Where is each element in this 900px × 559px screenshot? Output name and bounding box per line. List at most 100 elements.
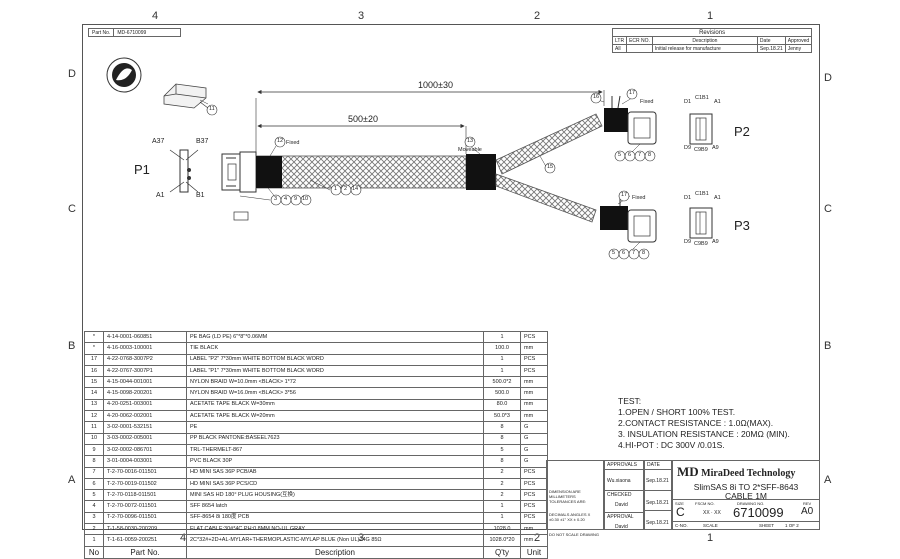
checked-label: CHECKED [607, 492, 632, 498]
bom-qty: 8 [483, 455, 521, 468]
bom-unit: PCS [520, 364, 548, 378]
test-line-3: 3. INSULATION RESISTANCE : 20MΩ (MIN). [618, 429, 790, 439]
bom-unit: mm [520, 534, 548, 547]
tape-fixed-p1 [256, 156, 282, 188]
bom-partno: 4-20-0251-003001 [103, 398, 187, 412]
p2-pin-d9: D9 [684, 145, 692, 151]
bom-unit: PCS [520, 511, 548, 525]
balloon-11 [206, 104, 218, 116]
sheet-label: SHEET [759, 523, 775, 528]
bom-unit: PCS [520, 466, 548, 479]
approvals-label: APPROVALS [605, 461, 643, 470]
bom-unit: G [520, 421, 548, 434]
p3-end-view [689, 207, 713, 239]
zone-top-3: 3 [358, 10, 365, 22]
bom-desc: PE BAG (LD PE) 6"*8"*0.06MM [186, 330, 484, 344]
bom-partno: 4-16-0003-100001 [103, 342, 187, 355]
bom-partno: T-1-61-0059-200251 [103, 534, 187, 547]
bom-qty: 1028.0*20 [483, 534, 521, 547]
p2-pin-c1b1: C1B1 [695, 95, 709, 101]
bom-unit: mm [520, 387, 548, 400]
company-seal-icon [106, 57, 142, 93]
zone-right-c: C [824, 203, 832, 215]
zone-top-2: 2 [534, 10, 541, 22]
bom-unit: PCS [520, 477, 548, 491]
cno-label: C-NO. [675, 523, 688, 528]
bom-no: * [84, 330, 104, 344]
bom-desc: SFF-8654 8i 180度 PCB [186, 511, 484, 525]
title-area: MD MiraDeed Technology SlimSAS 8i TO 2*S… [672, 460, 820, 530]
p3-pin-c1b1: C1B1 [695, 191, 709, 197]
zone-left-d: D [68, 68, 76, 80]
bom-unit: G [520, 432, 548, 445]
balloon-6b-text: 6 [622, 250, 626, 256]
approval-name: David [615, 524, 628, 530]
bom-partno: 4-14-0001-060851 [103, 330, 187, 344]
bom-qty: 500.0*2 [483, 376, 521, 389]
balloon-group-4 [608, 248, 650, 260]
rev-desc: Initial release for manufacture [651, 44, 758, 53]
balloon-1-text: 1 [334, 186, 338, 192]
size-value: C [676, 505, 685, 519]
p1-end-view [169, 149, 199, 193]
bom-unit: mm [520, 376, 548, 389]
test-notes: TEST: 1.OPEN / SHORT 100% TEST. 2.CONTAC… [618, 396, 790, 451]
p2-pin-c9b9: C9B9 [694, 147, 708, 153]
zone-left-b: B [68, 340, 76, 352]
bom-partno: T-2-70-0096-011501 [103, 511, 187, 525]
bom-unit: mm [520, 342, 548, 355]
bom-no: 12 [84, 410, 104, 423]
test-line-1: 1.OPEN / SHORT 100% TEST. [618, 407, 736, 417]
bom-partno: 4-15-0044-001001 [103, 376, 187, 389]
bom-partno: 3-03-0002-005001 [103, 432, 187, 445]
bom-unit: G [520, 455, 548, 468]
bom-qty: 5 [483, 443, 521, 457]
balloon-16 [590, 92, 602, 104]
bom-qty: 1 [483, 500, 521, 513]
bom-no: 17 [84, 353, 104, 366]
bom-no: 7 [84, 466, 104, 479]
bom-partno: 4-22-0767-3007P1 [103, 364, 187, 378]
balloon-16-text: 16 [593, 94, 600, 100]
zone-right-a: A [824, 474, 832, 486]
bom-unit: mm [520, 398, 548, 412]
zone-top-1: 1 [707, 10, 714, 22]
no-scale-note: DO NOT SCALE DRAWING [549, 532, 600, 537]
scale-row: C-NO. SCALE SHEET 1 OF 2 [673, 521, 819, 530]
bom-desc: PE [186, 421, 484, 434]
zone-right-b: B [824, 340, 832, 352]
drawn-name: Wu.xiaona [605, 470, 643, 491]
p2-end-view [689, 113, 713, 145]
bom-desc: SFF 8654 latch [186, 500, 484, 513]
fixed-label-p2: Fixed [640, 99, 654, 105]
test-line-2: 2.CONTACT RESISTANCE : 1.0Ω(MAX). [618, 418, 774, 428]
p1-pin-b37: B37 [196, 138, 209, 145]
bom-desc: 2C*32#+2D+AL-MYLAR+THERMOPLASTIC-MYLAP B… [186, 534, 484, 547]
tolerance-block: DIMENSION ARE MILLIMETERS TOLERANCES ARE… [546, 460, 604, 537]
rev-approved: Jenny [784, 44, 813, 53]
bom-no: 5 [84, 489, 104, 502]
bom-qty: 2 [483, 477, 521, 491]
bom-desc: NYLON BRAID W=10.0mm <BLACK> 1*72 [186, 376, 484, 389]
p1-pin-a1: A1 [156, 192, 165, 199]
date-label: DATE [645, 461, 671, 470]
test-title: TEST: [618, 396, 642, 406]
approvals-col: APPROVALS Wu.xiaona CHECKED David APPROV… [604, 460, 644, 530]
balloon-17-p3-text: 17 [621, 192, 628, 198]
p3-label: P3 [734, 218, 750, 233]
balloon-14-text: 14 [352, 186, 359, 192]
bom-no: * [84, 342, 104, 355]
balloon-15 [544, 162, 556, 174]
dimension-overall-label: 1000±30 [418, 80, 453, 90]
bom-partno: T-2-70-0072-011501 [103, 500, 187, 513]
company-line: MD MiraDeed Technology [673, 461, 819, 483]
bom-qty: 500.0 [483, 387, 521, 400]
